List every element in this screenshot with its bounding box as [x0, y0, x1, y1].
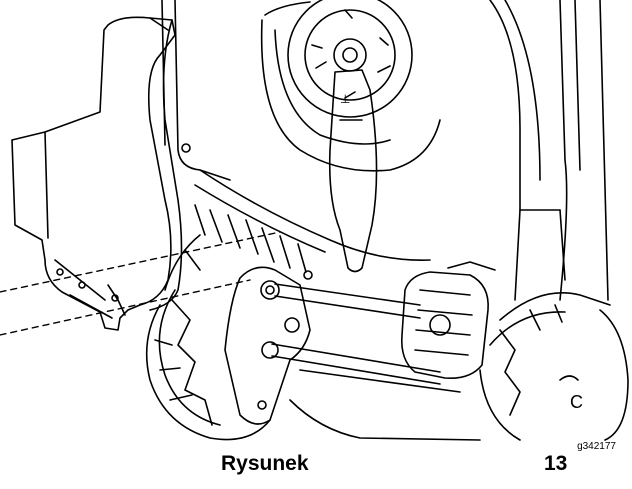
mower-blade [328, 69, 378, 273]
height-adjust-bracket [224, 266, 311, 425]
chute-mounting-ribs [181, 143, 313, 280]
drive-gearbox [400, 261, 496, 380]
left-wheel [145, 234, 271, 441]
lower-deck [289, 209, 566, 441]
discharge-chute [11, 16, 183, 331]
right-wheel: C [479, 292, 629, 441]
deck-housing [161, 0, 609, 301]
blade-hub: ⊥ [260, 0, 441, 172]
axle-rods [271, 283, 441, 385]
image-code: g342177 [577, 441, 616, 452]
figure-caption-number: 13 [544, 452, 568, 475]
figure-caption-label: Rysunek [221, 452, 309, 475]
svg-text:C: C [570, 392, 583, 412]
svg-text:⊥: ⊥ [340, 92, 350, 106]
alignment-lines [0, 231, 281, 336]
